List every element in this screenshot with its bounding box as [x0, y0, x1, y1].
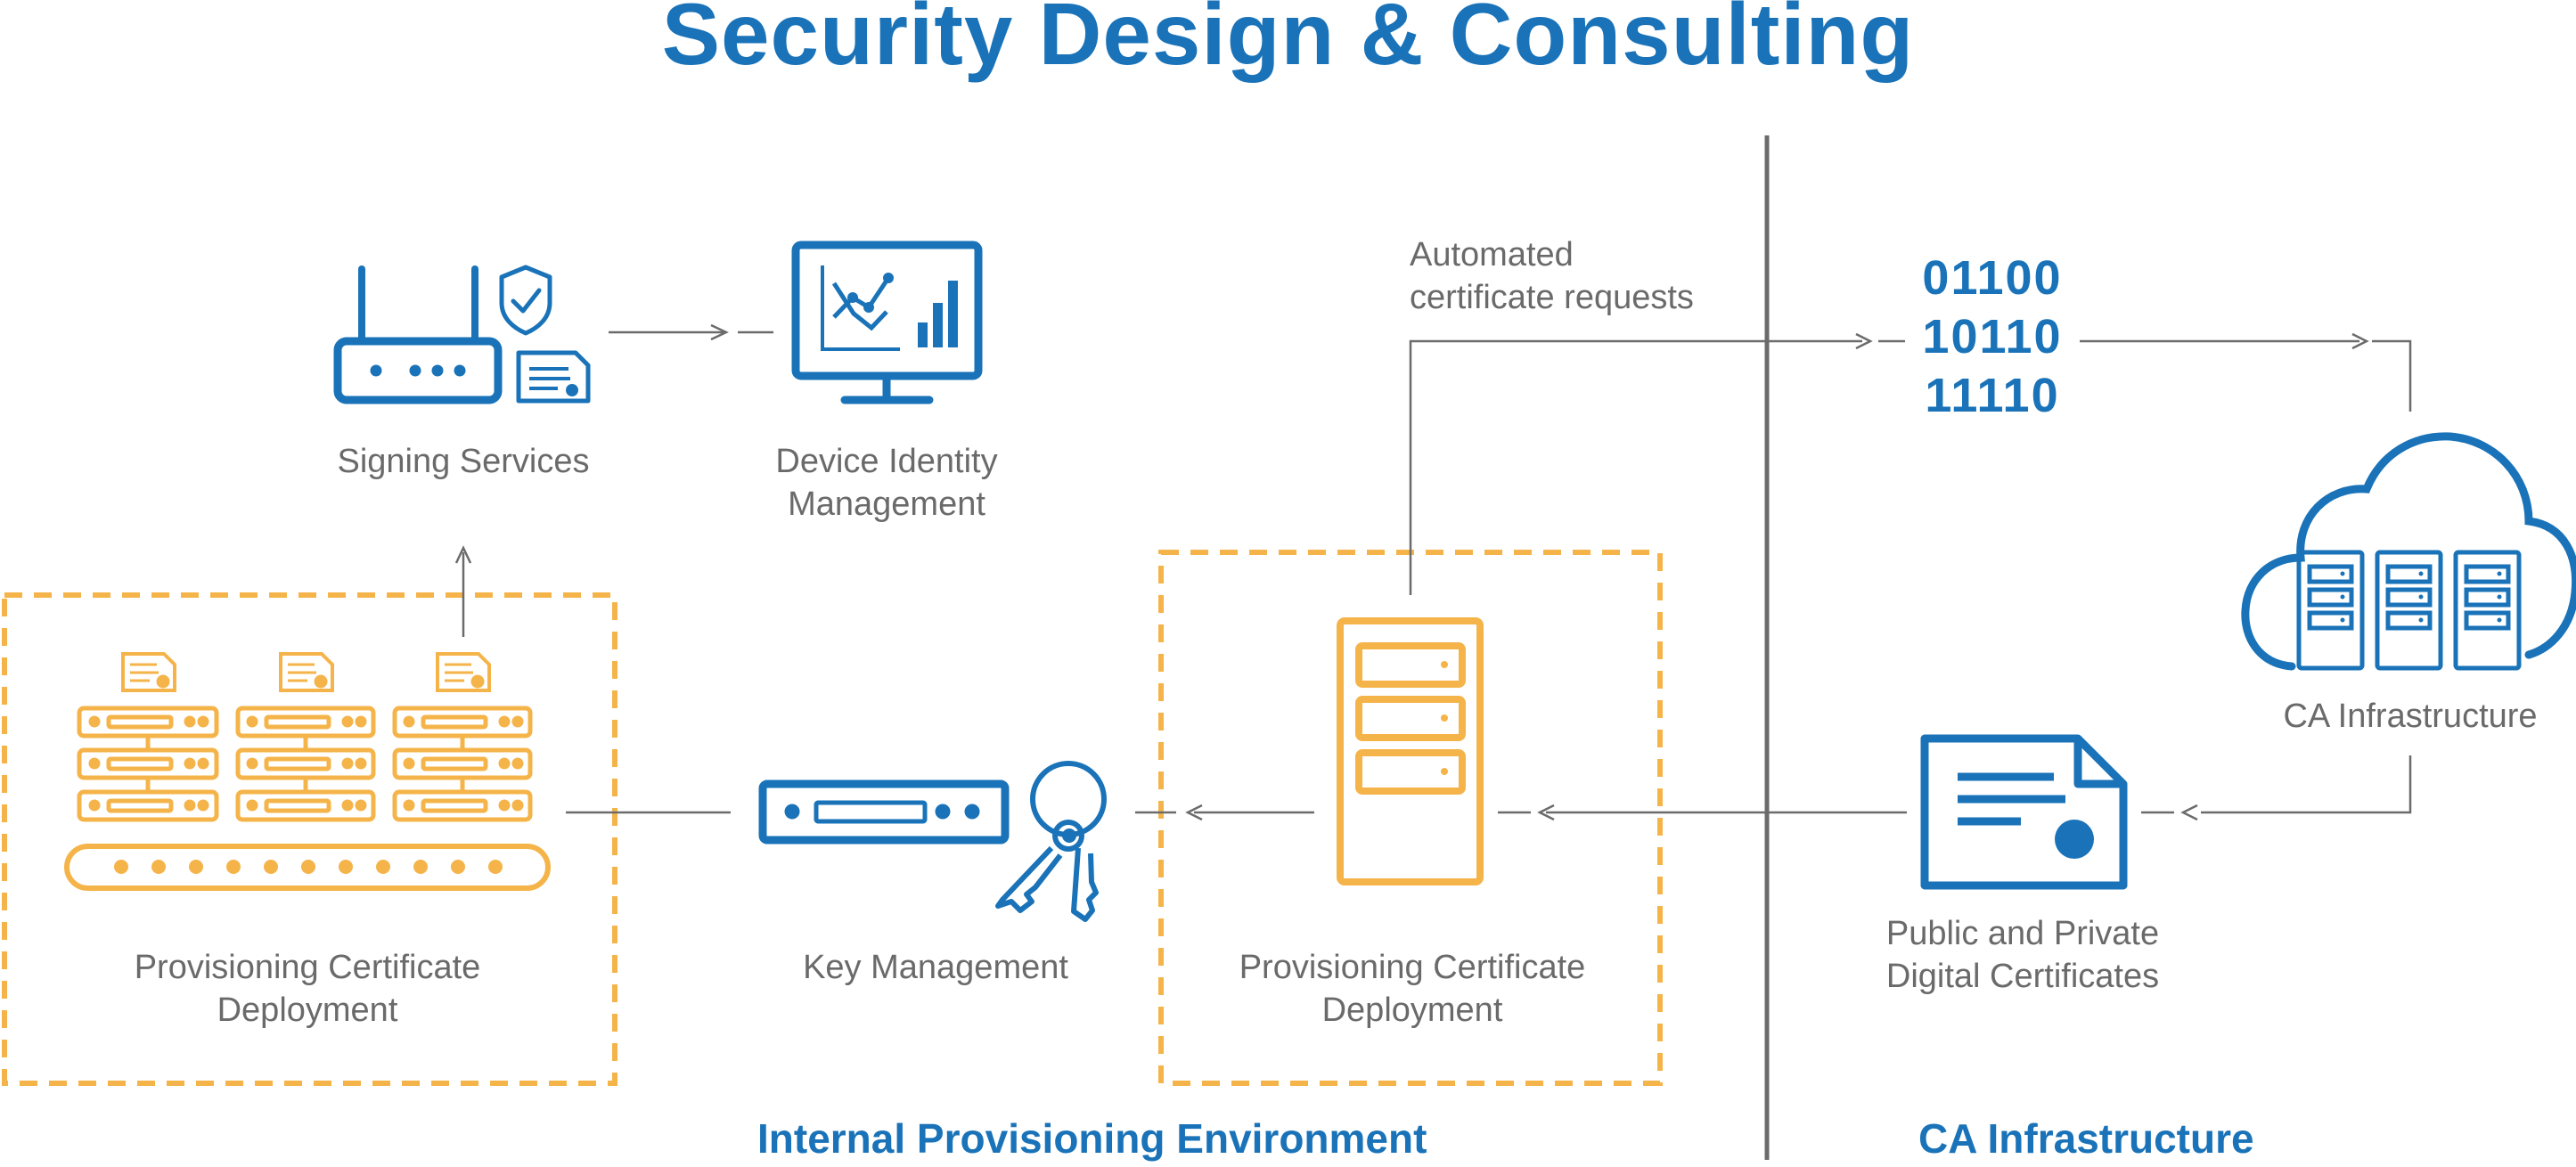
hsm-device-icon — [758, 779, 1010, 845]
automated-requests-line-1: Automated — [1410, 236, 1574, 273]
binary-line-1: 01100 — [1922, 251, 2063, 305]
automated-requests-line-2: certificate requests — [1410, 279, 1694, 316]
connector-provisioning-to-signing — [454, 545, 472, 637]
device-identity-line-2: Management — [788, 486, 985, 523]
server-racks-icon — [77, 652, 533, 822]
device-identity-label: Device Identity Management — [748, 440, 1025, 526]
connectors — [454, 323, 2412, 821]
certificates-line-2: Digital Certificates — [1885, 958, 2160, 995]
connector-certificates-to-provisioning — [1498, 804, 1907, 821]
signing-services-label: Signing Services — [337, 443, 590, 480]
keys-icon — [995, 761, 1107, 922]
connector-signing-to-identity — [609, 323, 773, 341]
page-title: Security Design & Consulting — [661, 0, 1915, 83]
ca-infrastructure-heading: CA Infrastructure — [1918, 1115, 2254, 1162]
cloud-servers-icon — [2241, 432, 2576, 671]
binary-data: 01100 10110 11110 — [1903, 249, 2081, 425]
provisioning-left-label: Provisioning Certificate Deployment — [80, 946, 535, 1032]
key-management-label: Key Management — [803, 949, 1068, 986]
connector-provisioning-center-to-key — [1135, 804, 1314, 821]
provisioning-left-line-2: Deployment — [217, 992, 398, 1029]
device-identity-line-1: Device Identity — [775, 443, 998, 480]
connector-ca-to-certificates — [2141, 755, 2412, 821]
internal-environment-heading: Internal Provisioning Environment — [757, 1115, 1427, 1162]
server-rack-1 — [77, 652, 219, 822]
provisioning-left-boundary — [2, 592, 617, 1086]
shield-check-icon — [499, 265, 552, 336]
certificates-line-1: Public and Private — [1885, 915, 2160, 952]
connector-binary-to-ca — [2080, 332, 2412, 412]
binary-line-2: 10110 — [1922, 310, 2063, 363]
server-rack-3 — [392, 652, 533, 822]
monitor-chart-icon — [791, 241, 983, 404]
digital-certificate-icon — [1920, 734, 2128, 890]
certificate-small-icon — [516, 350, 591, 404]
server-rack-2 — [235, 652, 376, 822]
ca-infrastructure-label: CA Infrastructure — [2283, 698, 2538, 735]
provisioning-center-line-2: Deployment — [1321, 992, 1503, 1029]
provisioning-left-line-1: Provisioning Certificate — [134, 949, 481, 986]
provisioning-center-label: Provisioning Certificate Deployment — [1185, 946, 1640, 1032]
connector-automated-requests — [1409, 332, 1905, 595]
conveyor-belt-icon — [64, 844, 551, 891]
binary-line-3: 11110 — [1925, 369, 2060, 422]
provisioning-center-line-1: Provisioning Certificate — [1239, 949, 1586, 986]
server-tower-icon — [1337, 617, 1484, 885]
certificates-label: Public and Private Digital Certificates — [1853, 912, 2192, 998]
automated-requests-label: Automated certificate requests — [1410, 233, 1694, 319]
router-icon — [333, 265, 503, 404]
